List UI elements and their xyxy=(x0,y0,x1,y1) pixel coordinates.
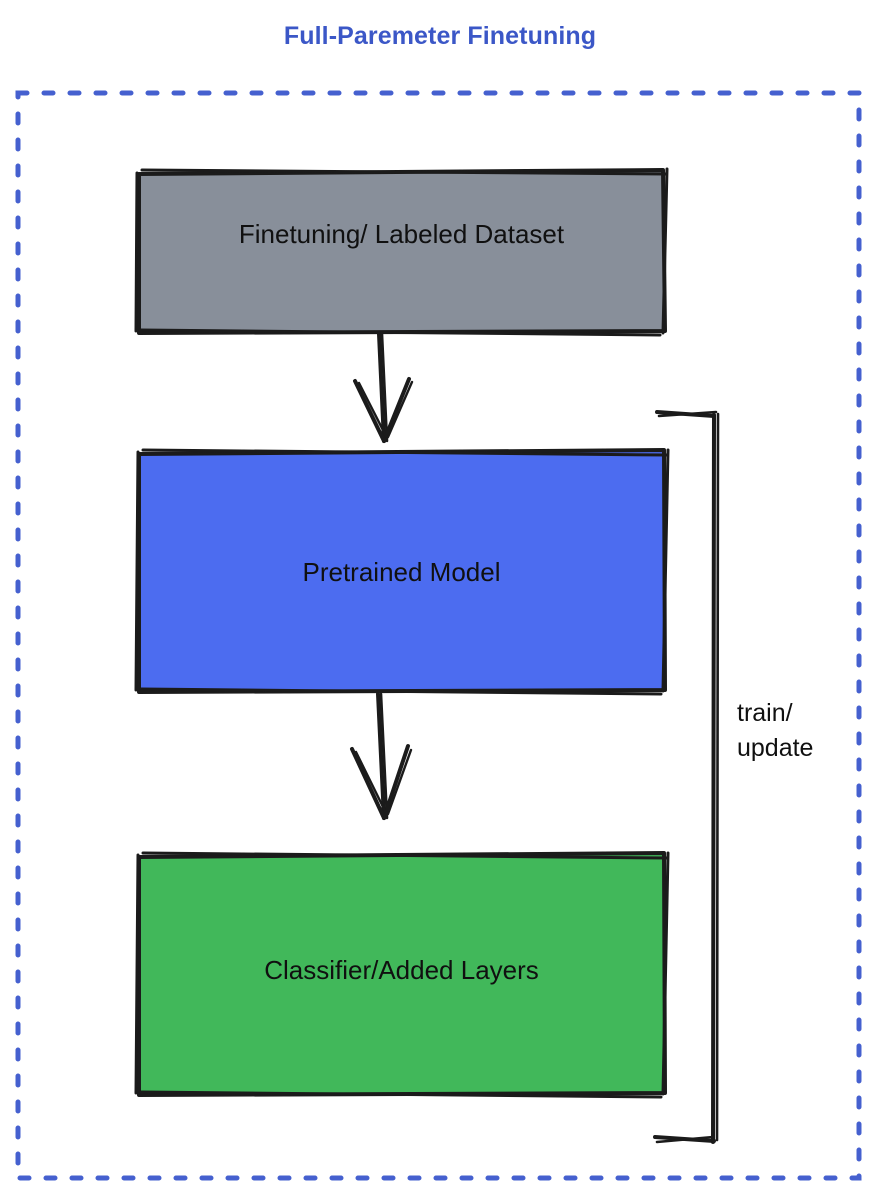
node-label-dataset: Finetuning/ Labeled Dataset xyxy=(238,218,565,249)
loop-label-line-1: train/ xyxy=(737,699,793,727)
connector-feedback-loop-bracket xyxy=(653,410,720,1144)
loop-label-line-2: update xyxy=(737,734,814,762)
node-label-classifier: Classifier/Added Layers xyxy=(264,954,539,985)
connector-label-train-update: train/ update xyxy=(737,696,847,766)
node-label-pretrained: Pretrained Model xyxy=(302,556,501,587)
diagram-title: Full-Paremeter Finetuning xyxy=(283,22,597,50)
connector-pretrained-to-classifier-arrow xyxy=(350,692,413,820)
connector-dataset-to-pretrained-arrow xyxy=(353,332,414,443)
node-finetuning-labeled-dataset[interactable]: Finetuning/ Labeled Dataset xyxy=(139,172,664,332)
node-pretrained-model[interactable]: Pretrained Model xyxy=(139,452,664,692)
node-classifier-added-layers[interactable]: Classifier/Added Layers xyxy=(139,855,664,1095)
